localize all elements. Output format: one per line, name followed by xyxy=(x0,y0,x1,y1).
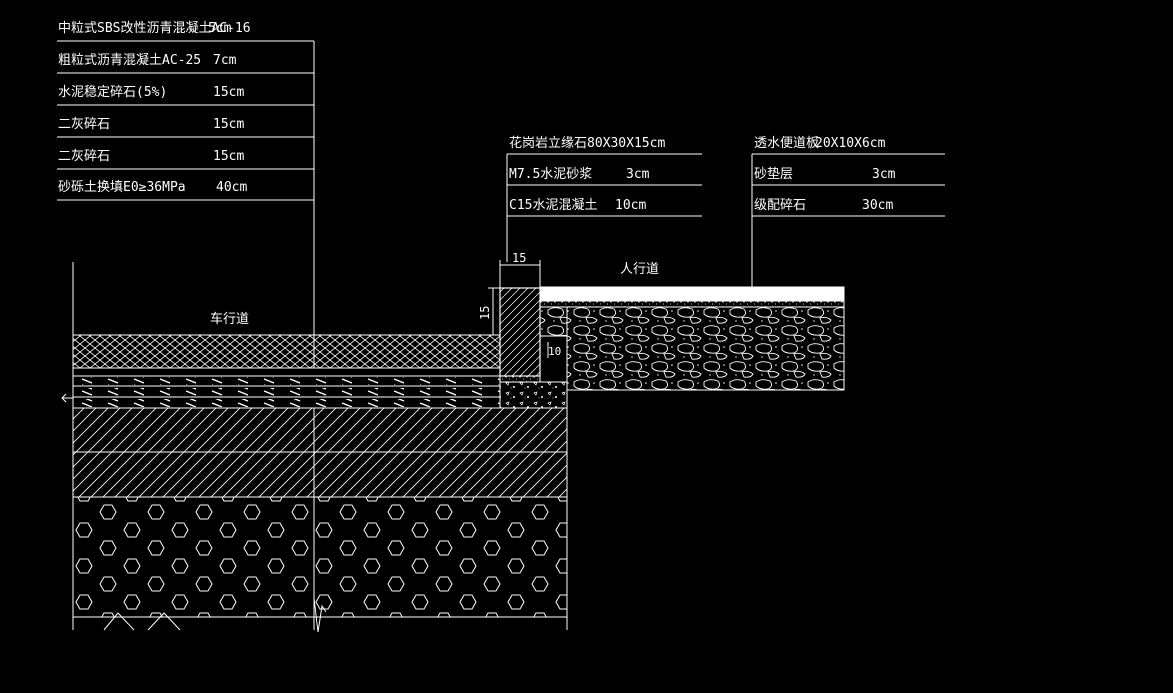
road-layer-2-thickness: 7cm xyxy=(213,53,237,68)
road-layer-4-thickness: 15cm xyxy=(213,117,244,132)
sidewalk-section: 人行道 xyxy=(539,262,845,391)
curb-layer-3-name: C15水泥混凝土 xyxy=(509,197,597,213)
road-layer-5-name: 二灰碎石 xyxy=(58,149,110,164)
carriageway-label: 车行道 xyxy=(210,311,249,327)
sidewalk-layer-1-thickness: 20X10X6cm xyxy=(815,136,886,151)
dim-base: 10 xyxy=(548,345,561,358)
sidewalk-layer-2-name: 砂垫层 xyxy=(754,166,793,182)
curb-layer-legend: 花岗岩立缘石80X30X15cm M7.5水泥砂浆 3cm C15水泥混凝土 1… xyxy=(506,135,702,262)
carriageway-section: 车行道 xyxy=(61,262,568,633)
dim-curb-height: 15 xyxy=(478,306,492,320)
road-layer-legend: 中粒式SBS改性沥青混凝土AC-16 5cm 粗粒式沥青混凝土AC-25 7cm… xyxy=(57,20,315,630)
curb-layer-2-thickness: 3cm xyxy=(626,167,650,182)
curb-layer-1-name: 花岗岩立缘石80X30X15cm xyxy=(509,135,665,151)
road-layer-6-name: 砂砾土换填E0≥36MPa xyxy=(58,180,186,195)
sidewalk-layer-3-name: 级配碎石 xyxy=(754,198,806,213)
curb-layer-3-thickness: 10cm xyxy=(615,198,646,213)
road-layer-1-thickness: 5cm xyxy=(208,21,232,36)
road-layer-3-thickness: 15cm xyxy=(213,85,244,100)
curb-layer-2-name: M7.5水泥砂浆 xyxy=(509,167,592,182)
road-layer-6-thickness: 40cm xyxy=(216,180,247,195)
road-layer-5-thickness: 15cm xyxy=(213,149,244,164)
sidewalk-layer-3-thickness: 30cm xyxy=(862,198,893,213)
road-layer-4-name: 二灰碎石 xyxy=(58,117,110,132)
road-layer-2-name: 粗粒式沥青混凝土AC-25 xyxy=(58,52,201,68)
sidewalk-layer-2-thickness: 3cm xyxy=(872,167,896,182)
sidewalk-label: 人行道 xyxy=(620,262,659,277)
dim-curb-width: 15 xyxy=(512,251,526,265)
road-layer-1-name: 中粒式SBS改性沥青混凝土AC-16 xyxy=(58,20,251,36)
sidewalk-layer-1-name: 透水便道板 xyxy=(754,136,819,151)
sidewalk-layer-legend: 透水便道板 20X10X6cm 砂垫层 3cm 级配碎石 30cm xyxy=(751,136,945,288)
road-layer-3-name: 水泥稳定碎石(5%) xyxy=(58,84,167,100)
curb-stone: 15 15 10 xyxy=(478,251,568,409)
